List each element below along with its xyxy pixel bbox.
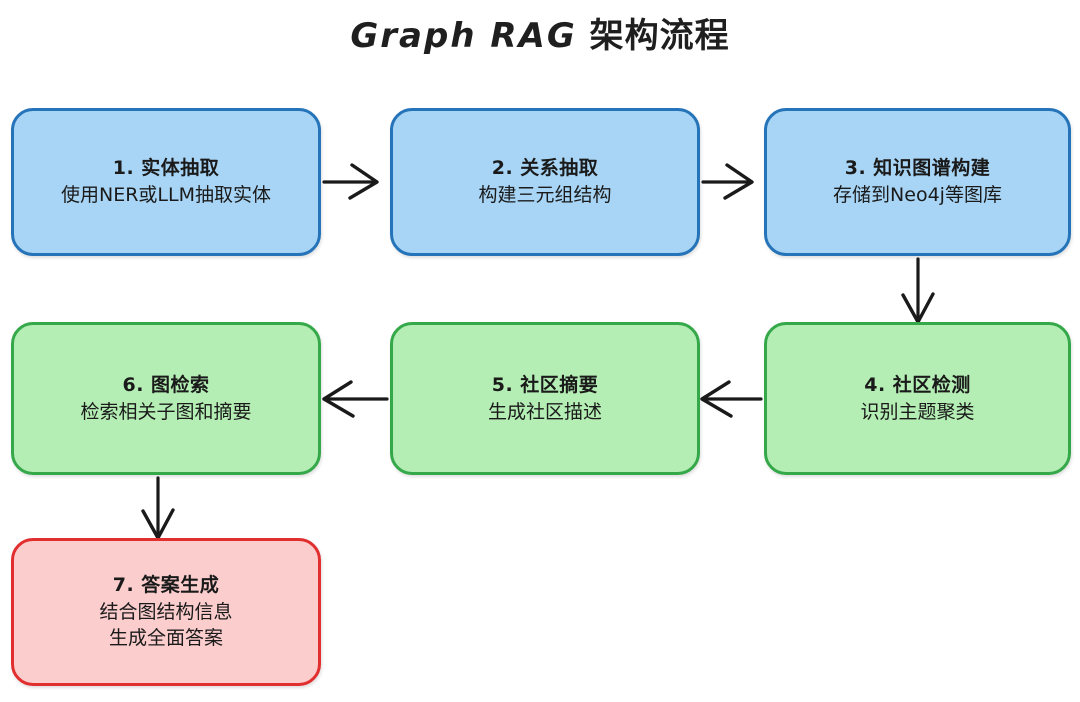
node-1-line-1: 1. 实体抽取 [112,157,220,180]
node-2-line-1: 2. 关系抽取 [491,157,599,180]
node-community-summary[interactable]: 5. 社区摘要 生成社区描述 [390,322,700,475]
node-answer-generation[interactable]: 7. 答案生成 结合图结构信息 生成全面答案 [11,538,321,686]
node-1-line-2: 使用NER或LLM抽取实体 [61,184,271,206]
node-relation-extraction[interactable]: 2. 关系抽取 构建三元组结构 [390,108,700,256]
node-entity-extraction[interactable]: 1. 实体抽取 使用NER或LLM抽取实体 [11,108,321,256]
node-graph-retrieval[interactable]: 6. 图检索 检索相关子图和摘要 [11,322,321,475]
node-5-line-2: 生成社区描述 [487,400,602,423]
arrow-6-to-7 [141,476,175,540]
node-2-line-2: 构建三元组结构 [478,184,612,206]
node-3-line-1: 3. 知识图谱构建 [844,157,991,180]
node-community-detection[interactable]: 4. 社区检测 识别主题聚类 [764,322,1071,475]
node-7-line-3: 生成全面答案 [108,627,223,650]
node-5-line-1: 5. 社区摘要 [491,373,599,396]
page-title: Graph RAG 架构流程 [0,8,1080,57]
arrow-3-to-4 [901,257,935,324]
arrow-1-to-2 [322,163,379,200]
node-3-line-2: 存储到Neo4j等图库 [833,184,1002,206]
page-title-cjk: 架构流程 [589,16,730,56]
node-4-line-2: 识别主题聚类 [860,400,975,423]
node-7-line-2: 结合图结构信息 [99,600,233,623]
arrow-5-to-6 [322,380,389,418]
node-7-line-1: 7. 答案生成 [112,573,220,596]
node-6-line-2: 检索相关子图和摘要 [80,400,252,423]
node-knowledge-graph-construction[interactable]: 3. 知识图谱构建 存储到Neo4j等图库 [764,108,1071,256]
page-title-latin: Graph RAG [350,16,577,56]
arrow-4-to-5 [700,380,763,418]
node-6-line-1: 6. 图检索 [122,373,210,396]
arrow-2-to-3 [701,163,754,200]
node-4-line-1: 4. 社区检测 [864,373,971,396]
